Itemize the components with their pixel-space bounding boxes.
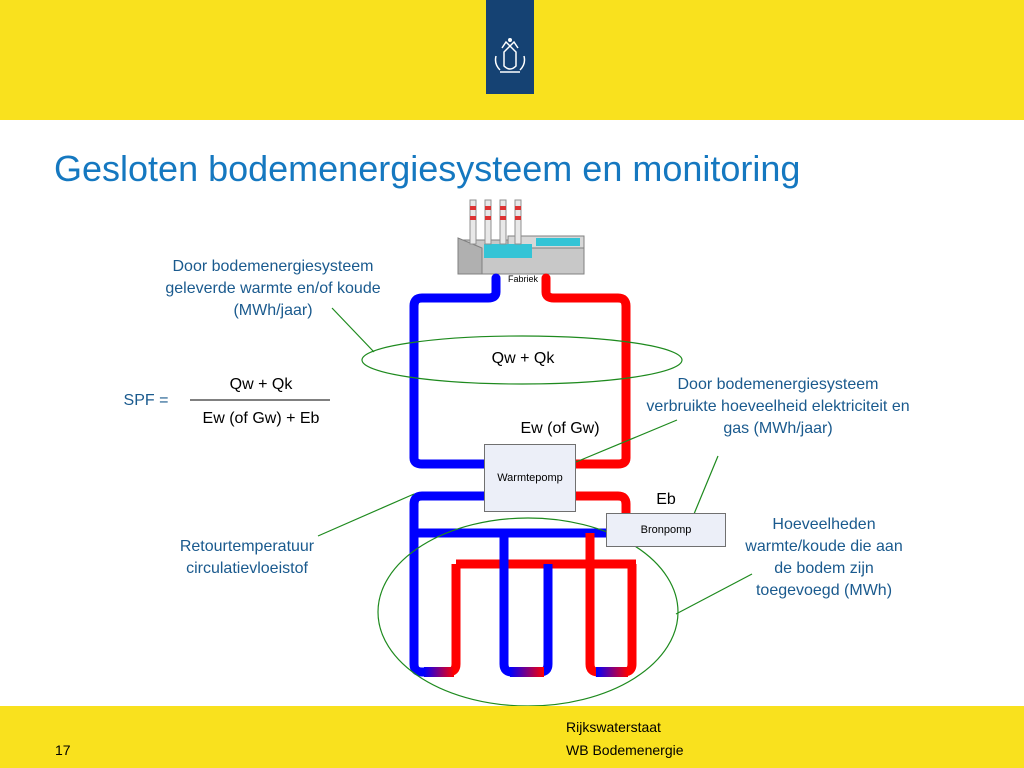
eb-label: Eb <box>656 491 676 508</box>
measurement-ellipse-delivered <box>361 335 683 385</box>
heat-pump-box: Warmtepomp <box>484 444 576 512</box>
source-pump-box: Bronpomp <box>606 513 726 547</box>
cold-ground-pipe <box>409 491 486 677</box>
factory-icon <box>457 199 585 275</box>
ew-label: Ew (of Gw) <box>520 420 600 437</box>
rijksoverheid-crest-icon <box>494 38 526 73</box>
footer-organization: Rijkswaterstaat <box>566 719 661 735</box>
factory-label: Fabriek <box>507 274 538 284</box>
soil-quantities-label: Hoeveelheden warmte/koude die aan de bod… <box>745 516 903 599</box>
footer-department: WB Bodemenergie <box>566 742 684 758</box>
page-number: 17 <box>55 742 71 758</box>
logo <box>486 0 534 94</box>
return-temperature-label: Retourtemperatuur circulatievloeistof <box>179 538 315 577</box>
hot-supply-pipe <box>541 273 631 469</box>
hot-ground-pipe <box>574 491 631 514</box>
spf-numerator: Qw + Qk <box>229 376 293 393</box>
delivered-energy-label: Door bodemenergiesysteem geleverde warmt… <box>165 258 381 319</box>
footer-bar <box>0 706 1024 768</box>
spf-label: SPF = <box>123 392 169 409</box>
qw-qk-label: Qw + Qk <box>491 350 555 367</box>
consumed-energy-label: Door bodemenergiesysteem verbruikte hoev… <box>646 376 910 437</box>
cold-supply-pipe <box>409 273 501 469</box>
page-title: Gesloten bodemenergiesysteem en monitori… <box>54 148 801 189</box>
spf-denominator: Ew (of Gw) + Eb <box>202 410 320 427</box>
